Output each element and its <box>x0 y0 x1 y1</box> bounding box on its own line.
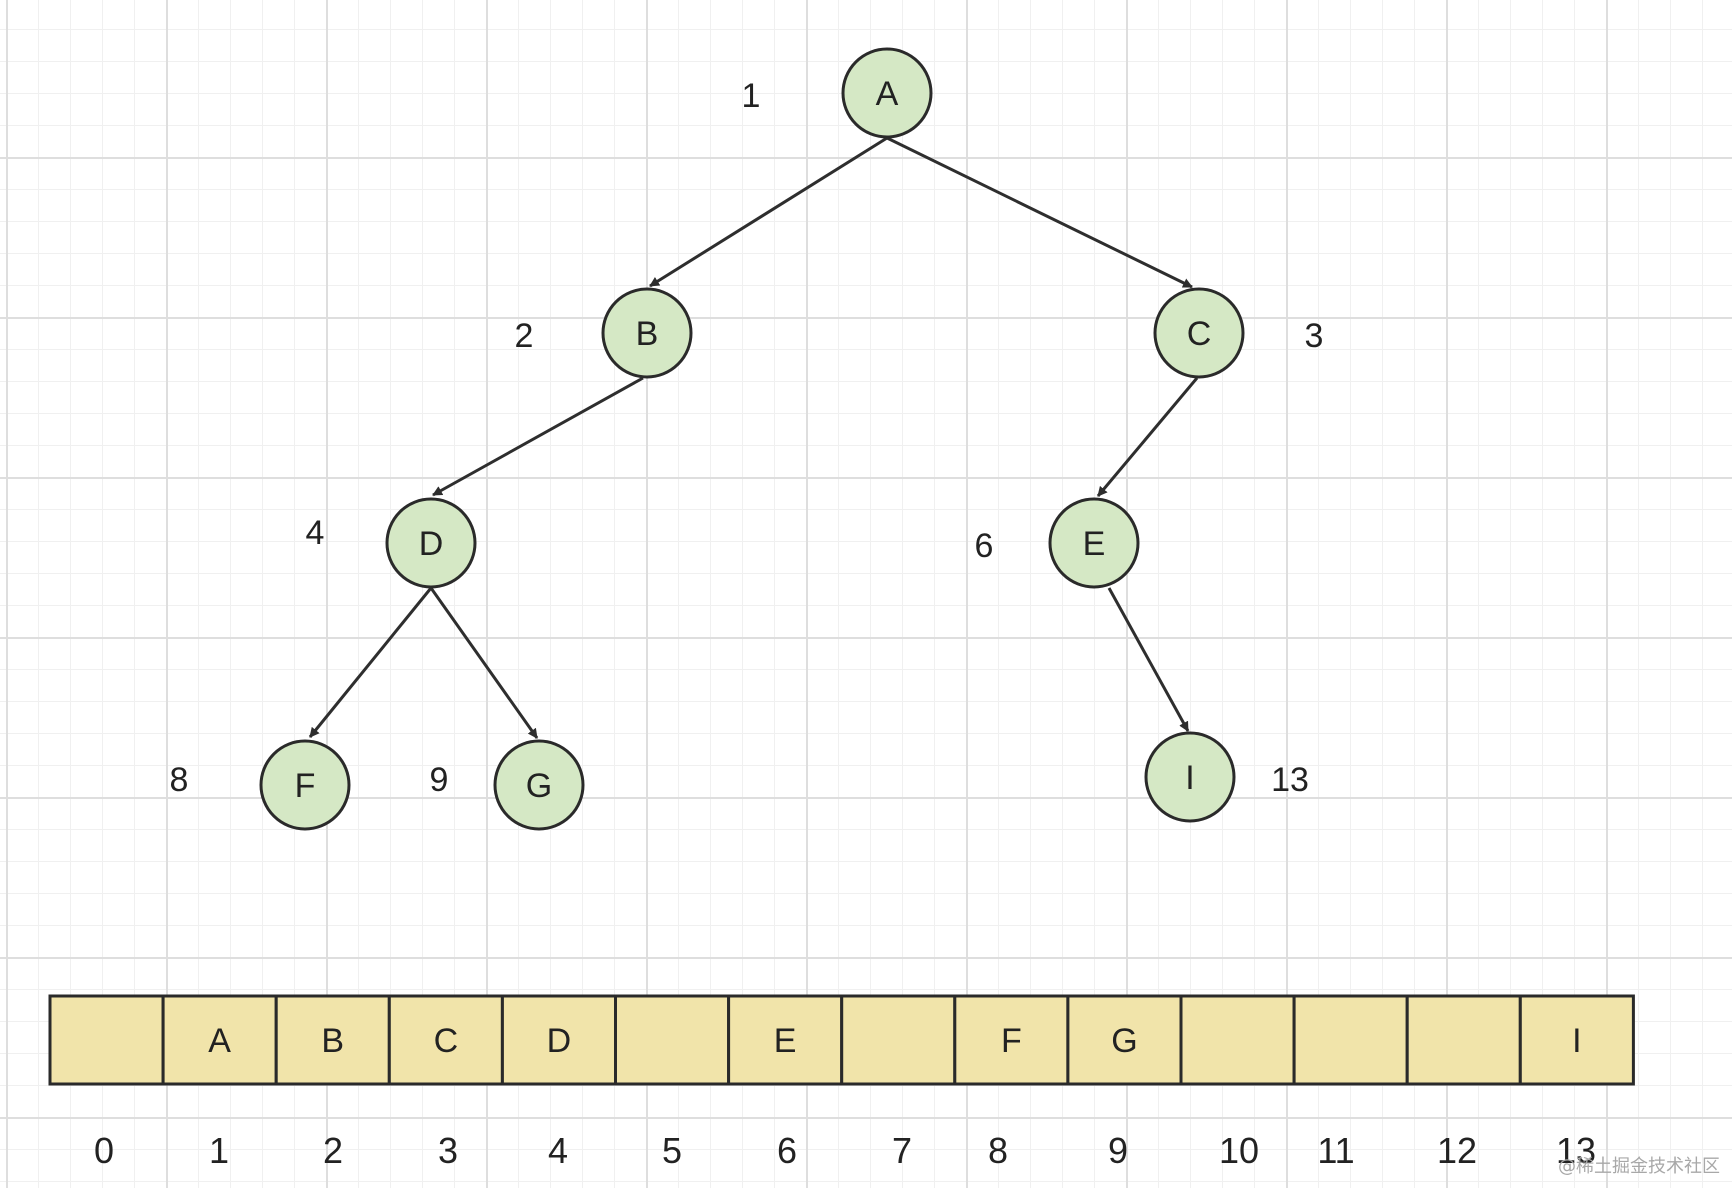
node-index-label: 1 <box>742 77 761 115</box>
array-index-label: 5 <box>662 1130 682 1171</box>
node-circle <box>601 287 693 379</box>
array-cell <box>840 994 957 1086</box>
array-cell-box <box>1292 994 1409 1086</box>
node-label: A <box>876 75 899 113</box>
array-cell <box>1405 994 1522 1086</box>
tree-node-a: A <box>841 47 933 139</box>
array-cell: G <box>1066 994 1183 1086</box>
array-cell: A <box>161 994 278 1086</box>
array-cell-value: G <box>1111 1022 1137 1060</box>
edge-c-e <box>1096 377 1199 497</box>
node-circle <box>385 497 477 589</box>
array-index-label: 1 <box>209 1130 229 1171</box>
array-cell: C <box>387 994 504 1086</box>
edge-a-c <box>886 136 1193 289</box>
node-index-label: 2 <box>515 317 534 355</box>
edge-d-g <box>429 587 539 739</box>
array-cell-value: D <box>547 1022 572 1060</box>
array-index-label: 10 <box>1219 1130 1259 1171</box>
node-index-label: 4 <box>306 514 325 552</box>
node-circle <box>1144 731 1236 823</box>
array-cell-box <box>274 994 391 1086</box>
tree-node-c: C <box>1153 287 1245 379</box>
tree-node-e: E <box>1048 497 1140 589</box>
node-label: I <box>1185 759 1194 797</box>
array-cell-value: E <box>774 1022 797 1060</box>
node-circle <box>841 47 933 139</box>
array-cell: B <box>274 994 391 1086</box>
node-index-label: 8 <box>170 761 189 799</box>
array-index-label: 2 <box>323 1130 343 1171</box>
node-circle <box>1048 497 1140 589</box>
node-circle <box>259 739 351 831</box>
edge-a-b <box>649 136 888 288</box>
array-cell-box <box>48 994 165 1086</box>
array-cell <box>1292 994 1409 1086</box>
tree-node-i: I <box>1144 731 1236 823</box>
array-cell: I <box>1518 994 1635 1086</box>
array-cell-box <box>161 994 278 1086</box>
node-label: G <box>526 767 552 805</box>
array-cell-box <box>953 994 1070 1086</box>
array-index-label: 12 <box>1437 1130 1477 1171</box>
node-label: B <box>636 315 659 353</box>
tree-node-g: G <box>493 739 585 831</box>
node-label: E <box>1083 525 1106 563</box>
array-index-label: 8 <box>988 1130 1008 1171</box>
array-cell: E <box>727 994 844 1086</box>
array-cell: D <box>500 994 617 1086</box>
array-cell-box <box>1179 994 1296 1086</box>
array-index-label: 7 <box>892 1130 912 1171</box>
array-cell-box <box>500 994 617 1086</box>
node-index-label: 9 <box>430 761 449 799</box>
node-index-label: 6 <box>975 527 994 565</box>
array-cell-value: A <box>208 1022 231 1060</box>
node-circle <box>1153 287 1245 379</box>
tree-node-f: F <box>259 739 351 831</box>
tree-node-d: D <box>385 497 477 589</box>
array-cell-box <box>1405 994 1522 1086</box>
array-index-label: 13 <box>1556 1130 1596 1171</box>
node-circle <box>493 739 585 831</box>
array-cell-box <box>387 994 504 1086</box>
array-cell-value: C <box>434 1022 459 1060</box>
array-index-label: 6 <box>777 1130 797 1171</box>
node-index-label: 3 <box>1305 317 1324 355</box>
edge-e-i <box>1107 587 1190 732</box>
array-index-label: 9 <box>1108 1130 1128 1171</box>
array-index-label: 3 <box>438 1130 458 1171</box>
array-cell-value: I <box>1572 1022 1581 1060</box>
array-cell-value: F <box>1001 1022 1022 1060</box>
tree-nodes: A 1B 2 C 3D 4 E 6F 8 G 9 I 13 <box>170 47 1324 831</box>
array-index-label: 0 <box>94 1130 114 1171</box>
watermark-text: @稀土掘金技术社区 <box>1558 1156 1720 1177</box>
node-index-label: 13 <box>1271 761 1309 799</box>
array-cell-box <box>614 994 731 1086</box>
array-cell-value: B <box>321 1022 344 1060</box>
edge-b-d <box>432 376 644 497</box>
array-cell <box>48 994 165 1086</box>
tree-edges <box>308 136 1199 739</box>
node-label: D <box>419 525 444 563</box>
edge-d-f <box>308 587 433 738</box>
array-index-label: 4 <box>548 1130 568 1171</box>
array-cell <box>614 994 731 1086</box>
array-cell-box <box>1518 994 1635 1086</box>
array-cell: F <box>953 994 1070 1086</box>
array-index-label: 11 <box>1317 1130 1354 1171</box>
tree-node-b: B <box>601 287 693 379</box>
array-cell-box <box>840 994 957 1086</box>
node-label: F <box>295 767 316 805</box>
array-cell <box>1179 994 1296 1086</box>
node-label: C <box>1187 315 1212 353</box>
